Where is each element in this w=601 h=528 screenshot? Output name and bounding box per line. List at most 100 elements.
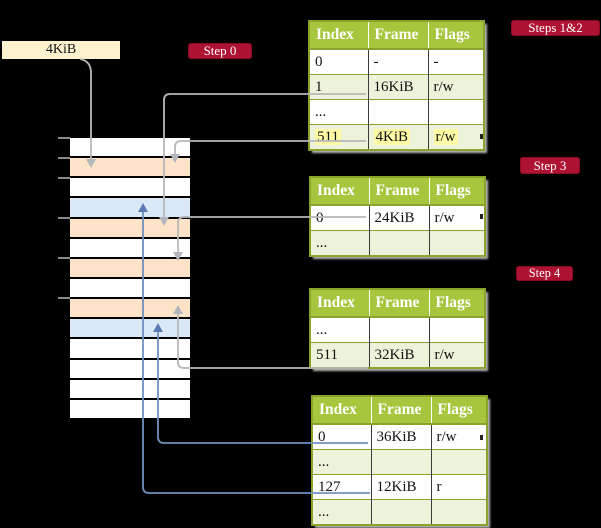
frame-size-label-box: 4KiB (2, 41, 120, 59)
memory-tick (58, 137, 70, 139)
memory-frame-row-9 (70, 319, 190, 338)
memory-tick (58, 157, 70, 159)
table-cell: 0 (309, 48, 369, 75)
table-cell: 16KiB (368, 74, 429, 100)
table-edge-stub (480, 134, 483, 139)
table-edge-stub (480, 214, 483, 219)
table-cell (368, 99, 429, 125)
table-cell: 4KiB (368, 124, 429, 150)
column-header-index: Index (309, 21, 369, 50)
table-row-2: ... (309, 99, 484, 125)
table-cell: - (428, 48, 484, 75)
badge-steps-1-2: Steps 1&2 (511, 20, 600, 36)
memory-tick (58, 257, 70, 259)
table-row-1: ... (310, 230, 485, 256)
memory-tick (58, 297, 70, 299)
table-row-3: 511 4KiB r/w (309, 124, 484, 150)
table-cell: r/w (429, 204, 485, 231)
column-header-frame: Frame (371, 396, 432, 425)
table-cell: r/w (431, 423, 487, 450)
table-cell: r (431, 474, 487, 500)
memory-frame-row-7 (70, 278, 190, 298)
highlighted-value: 511 (315, 128, 341, 145)
table-edge-stub (480, 435, 483, 440)
table-cell: ... (309, 99, 369, 125)
table-cell: r/w (428, 124, 484, 150)
table-cell (369, 316, 430, 343)
column-header-flags: Flags (429, 289, 485, 318)
memory-frame-row-11 (70, 359, 190, 378)
memory-frame-row-4 (70, 218, 190, 237)
table-cell: ... (312, 499, 372, 525)
table-cell (371, 449, 432, 475)
column-header-flags: Flags (431, 396, 487, 425)
table-cell (431, 499, 487, 525)
memory-frame-row-2 (70, 178, 190, 197)
table-cell: 32KiB (369, 342, 430, 368)
highlighted-value: 4KiB (373, 128, 411, 145)
table-cell: ... (310, 316, 370, 343)
column-header-index: Index (312, 396, 372, 425)
memory-tick (58, 177, 70, 179)
table-cell (428, 99, 484, 125)
table-cell: 24KiB (369, 204, 430, 231)
highlighted-value: r/w (433, 128, 458, 145)
table-cell (431, 449, 487, 475)
table-cell: 36KiB (371, 423, 432, 450)
memory-frame-row-1 (70, 158, 190, 177)
table-cell (369, 230, 430, 256)
column-header-flags: Flags (428, 21, 484, 50)
memory-frame-row-10 (70, 339, 190, 358)
table-cell: r/w (428, 74, 484, 100)
table-cell: ... (310, 230, 370, 256)
memory-frame-row-3 (70, 198, 190, 217)
column-header-index: Index (310, 177, 370, 206)
memory-tick (58, 217, 70, 219)
table-cell: 511 (310, 342, 370, 368)
table-cell (371, 499, 432, 525)
table-cell: 0 (310, 204, 370, 231)
table-cell: 511 (309, 124, 369, 150)
table-row-3: ... (312, 499, 487, 525)
column-header-flags: Flags (429, 177, 485, 206)
table-cell: - (368, 48, 429, 75)
memory-frame-row-12 (70, 379, 190, 398)
memory-frame-row-0 (70, 138, 190, 157)
memory-column (70, 138, 190, 418)
table-cell: 12KiB (371, 474, 432, 500)
memory-frame-row-8 (70, 299, 190, 318)
badge-step-0: Step 0 (188, 43, 252, 59)
table-row-1: ... (312, 449, 487, 475)
table-cell: 0 (312, 423, 372, 450)
memory-frame-row-5 (70, 238, 190, 257)
column-header-index: Index (310, 289, 370, 318)
table-row-0: ... (310, 316, 485, 343)
badge-step-4: Step 4 (516, 266, 573, 281)
table-cell (429, 316, 485, 343)
table-cell: r/w (429, 342, 485, 368)
table-cell: ... (312, 449, 372, 475)
column-header-frame: Frame (369, 177, 430, 206)
memory-frame-row-13 (70, 399, 190, 418)
table-cell (429, 230, 485, 256)
table-cell: 127 (312, 474, 372, 500)
table-row-0: 0-- (309, 48, 484, 75)
column-header-frame: Frame (368, 21, 429, 50)
